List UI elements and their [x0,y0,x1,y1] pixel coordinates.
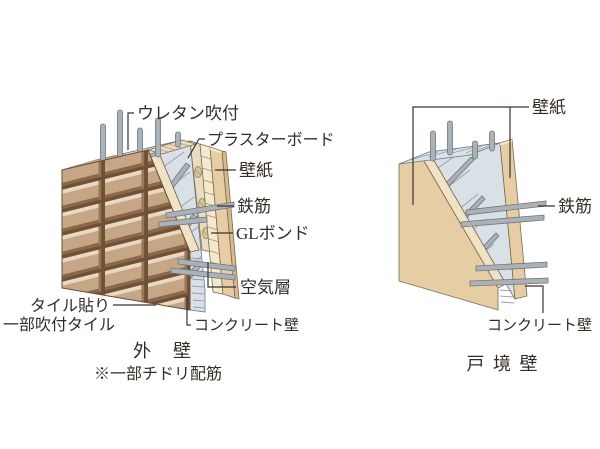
exterior-wall-title: 外 壁 [133,341,193,361]
label-wallpaper-right: 壁紙 [532,98,566,117]
tile-wall-face [61,149,191,311]
partition-wall-leaders [412,106,555,313]
partition-wall-title: 戸 境 壁 [467,354,540,374]
leader-wallpaper-right-a [412,106,529,205]
label-tile: タイル貼り [30,297,110,315]
partition-wall-diagram: 壁紙 鉄筋 コンクリート壁 戸 境 壁 [398,98,593,374]
partition-wall-labels: 壁紙 鉄筋 コンクリート壁 戸 境 壁 [467,98,593,374]
leader-plasterboard [187,138,205,159]
exterior-wall-diagram: ウレタン吹付 プラスターボード 壁紙 鉄筋 GLボンド 空気層 コンクリート壁 … [3,104,335,383]
label-wallpaper-left: 壁紙 [239,161,273,180]
leader-concrete-right [525,285,544,313]
partition-horizontal-rebars [460,200,549,287]
label-rebar-right: 鉄筋 [558,197,592,216]
label-urethane: ウレタン吹付 [137,104,239,123]
vertical-rebars [100,109,181,166]
leader-concrete-left [186,296,191,326]
leader-urethane [127,112,134,150]
partition-vertical-rebars [430,120,495,162]
label-rebar-left: 鉄筋 [237,197,271,216]
label-concrete-right: コンクリート壁 [487,317,592,334]
leader-air-layer [207,262,236,288]
label-concrete-left: コンクリート壁 [194,317,299,334]
label-gl-bond: GLボンド [236,224,310,243]
exterior-wall-leaders [113,112,236,326]
wallpaper-edge [221,150,240,300]
label-plasterboard: プラスターボード [207,131,335,149]
label-spray-tile: 一部吹付タイル [3,316,115,334]
label-air-layer: 空気層 [240,278,291,297]
wallpaper-top-highlight [209,147,223,154]
exterior-wall-labels: ウレタン吹付 プラスターボード 壁紙 鉄筋 GLボンド 空気層 コンクリート壁 … [3,104,335,383]
exterior-wall-note: ※一部チドリ配筋 [94,365,222,383]
